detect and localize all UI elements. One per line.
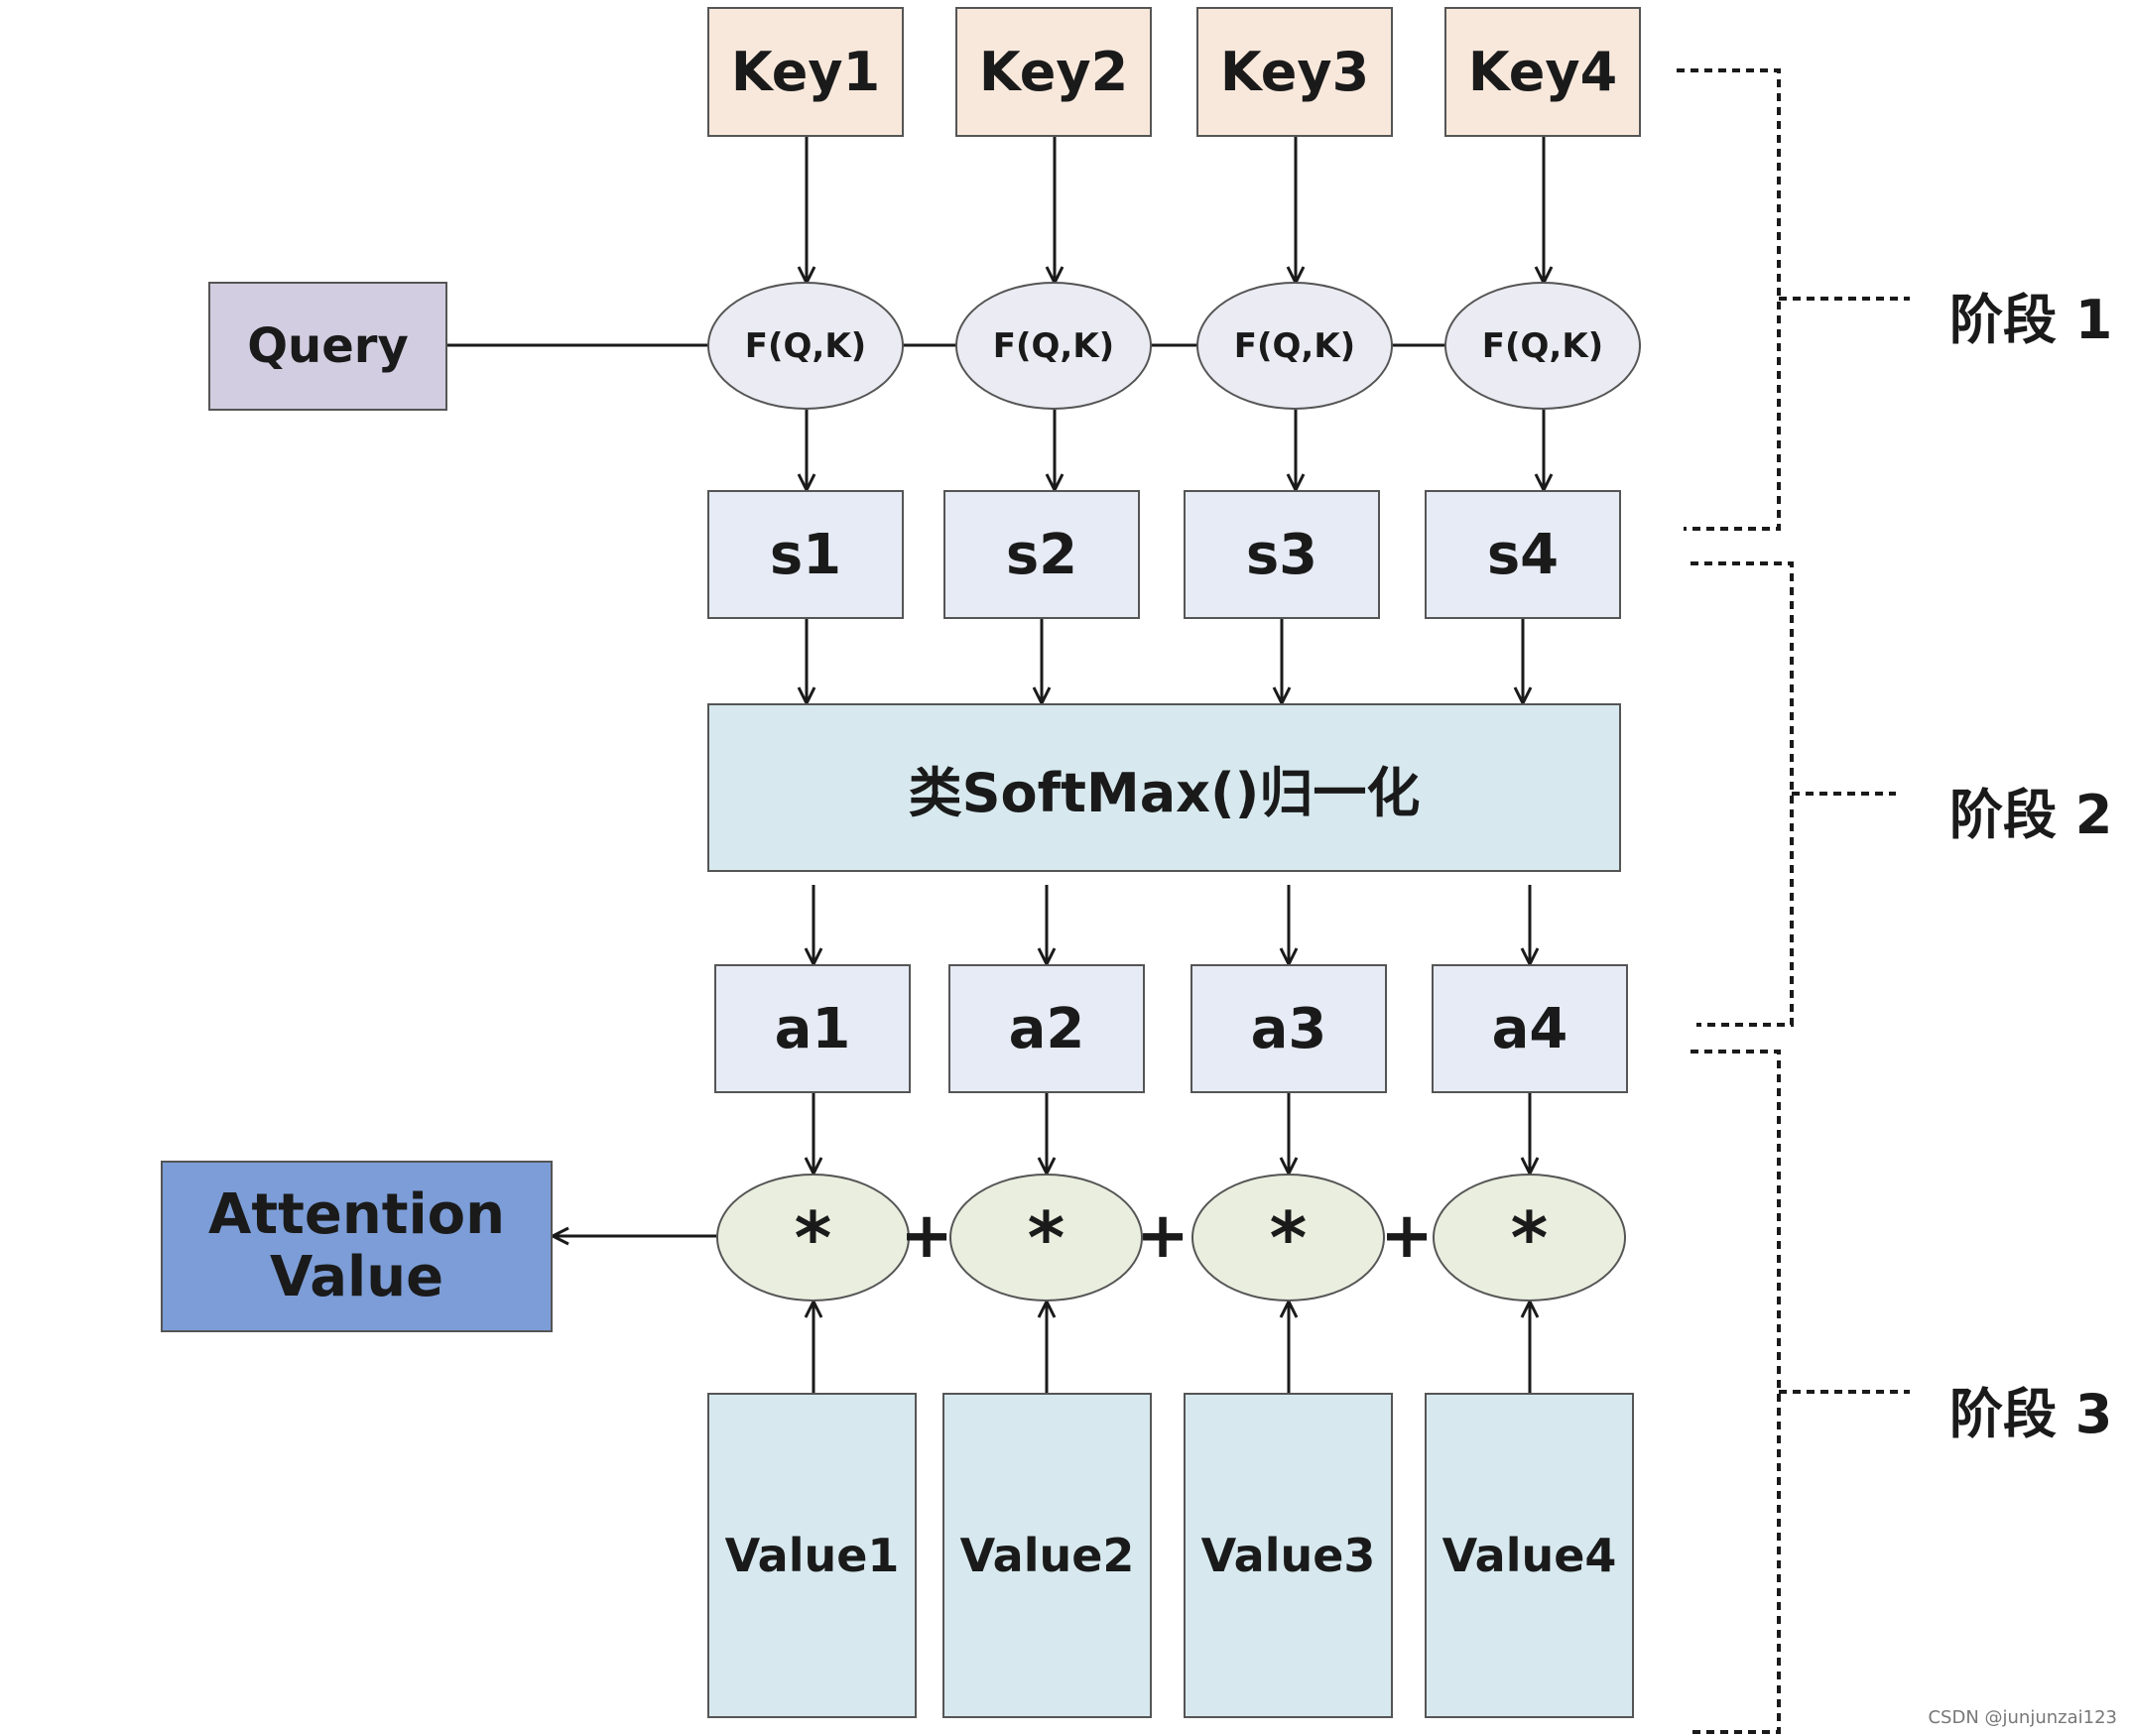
key1-label: Key1 xyxy=(730,41,881,103)
a1-box: a1 xyxy=(714,964,911,1093)
stage2-bracket xyxy=(1691,561,1896,1027)
s3-label: s3 xyxy=(1245,522,1318,587)
attention-value-line1: Attention xyxy=(207,1181,506,1247)
s4-box: s4 xyxy=(1425,490,1621,619)
key4-box: Key4 xyxy=(1444,7,1641,137)
mul4-node: * xyxy=(1433,1174,1626,1302)
key1-box: Key1 xyxy=(707,7,904,137)
a2-box: a2 xyxy=(948,964,1145,1093)
query-label: Query xyxy=(247,318,409,374)
stage3-bracket xyxy=(1691,1050,1910,1734)
value2-label: Value2 xyxy=(959,1529,1135,1582)
key3-label: Key3 xyxy=(1219,41,1370,103)
fqk3-label: F(Q,K) xyxy=(1233,325,1356,366)
a4-label: a4 xyxy=(1491,996,1568,1061)
key3-box: Key3 xyxy=(1196,7,1393,137)
stage1-label: 阶段 1 xyxy=(1949,289,2113,351)
value4-label: Value4 xyxy=(1441,1529,1617,1582)
mul1-symbol: * xyxy=(794,1195,832,1280)
s2-label: s2 xyxy=(1005,522,1078,587)
fqk2-node: F(Q,K) xyxy=(955,282,1152,410)
softmax-label: 类SoftMax()归一化 xyxy=(908,761,1421,824)
mul3-node: * xyxy=(1191,1174,1385,1302)
attention-value-box: Attention Value xyxy=(161,1161,553,1332)
fqk1-label: F(Q,K) xyxy=(744,325,867,366)
value1-box: Value1 xyxy=(707,1393,917,1718)
plus-sign-3: + xyxy=(1380,1199,1434,1273)
value2-box: Value2 xyxy=(942,1393,1152,1718)
value1-label: Value1 xyxy=(724,1529,900,1582)
stage1-bracket xyxy=(1677,68,1910,531)
stage2-label: 阶段 2 xyxy=(1949,784,2113,846)
mul4-symbol: * xyxy=(1510,1195,1549,1280)
value4-box: Value4 xyxy=(1425,1393,1634,1718)
s4-label: s4 xyxy=(1486,522,1560,587)
s2-box: s2 xyxy=(943,490,1140,619)
softmax-box: 类SoftMax()归一化 xyxy=(707,703,1621,872)
value3-box: Value3 xyxy=(1184,1393,1393,1718)
fqk2-label: F(Q,K) xyxy=(992,325,1115,366)
attention-value-line2: Value xyxy=(269,1244,444,1309)
a4-box: a4 xyxy=(1432,964,1628,1093)
mul2-node: * xyxy=(949,1174,1143,1302)
key4-label: Key4 xyxy=(1467,41,1618,103)
plus-sign-1: + xyxy=(900,1199,953,1273)
s3-box: s3 xyxy=(1184,490,1380,619)
fqk3-node: F(Q,K) xyxy=(1196,282,1393,410)
s1-box: s1 xyxy=(707,490,904,619)
fqk1-node: F(Q,K) xyxy=(707,282,904,410)
mul3-symbol: * xyxy=(1269,1195,1308,1280)
mul1-node: * xyxy=(716,1174,910,1302)
watermark-text: CSDN @junjunzai123 xyxy=(1928,1707,2117,1728)
fqk4-node: F(Q,K) xyxy=(1444,282,1641,410)
fqk4-label: F(Q,K) xyxy=(1481,325,1604,366)
s1-label: s1 xyxy=(769,522,842,587)
value3-label: Value3 xyxy=(1200,1529,1376,1582)
key2-box: Key2 xyxy=(955,7,1152,137)
mul2-symbol: * xyxy=(1027,1195,1065,1280)
key2-label: Key2 xyxy=(978,41,1129,103)
a3-label: a3 xyxy=(1250,996,1327,1061)
a2-label: a2 xyxy=(1008,996,1085,1061)
query-box: Query xyxy=(208,282,447,411)
a3-box: a3 xyxy=(1190,964,1387,1093)
a1-label: a1 xyxy=(774,996,851,1061)
stage3-label: 阶段 3 xyxy=(1949,1383,2113,1445)
plus-sign-2: + xyxy=(1136,1199,1190,1273)
